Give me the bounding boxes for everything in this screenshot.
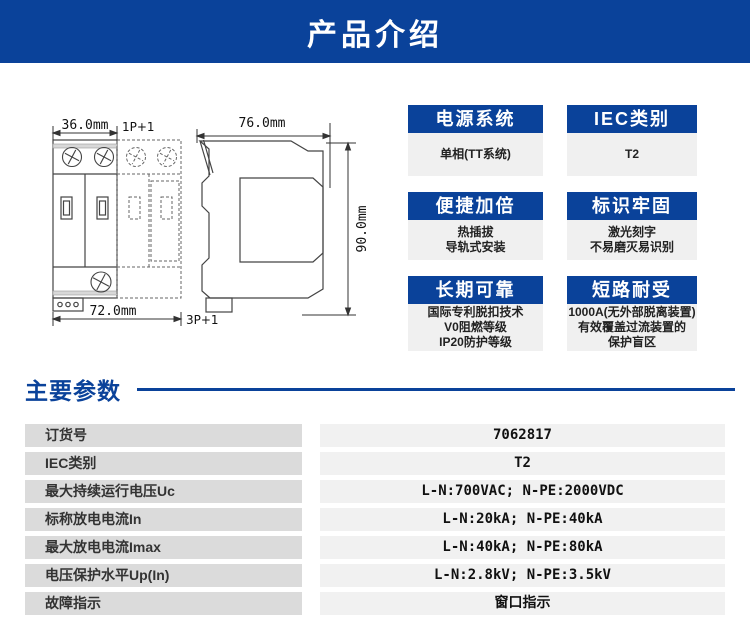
param-label: 故障指示: [25, 592, 302, 615]
dimension-label-side-height: 90.0mm: [355, 205, 370, 252]
feature-card-title: 便捷加倍: [408, 192, 543, 220]
dimension-label-front-total-width: 72.0mm: [90, 304, 137, 319]
product-dimension-drawing: 36.0mm 1P+1 72.0mm 3P+1: [10, 93, 395, 363]
table-row: IEC类别 T2: [25, 452, 725, 475]
feature-card-short-circuit: 短路耐受 1000A(无外部脱离装置) 有效覆盖过流装置的 保护盲区: [567, 276, 697, 351]
section-title-rule: [137, 388, 735, 391]
section-title-main-parameters: 主要参数: [25, 378, 121, 404]
feature-line: 不易磨灭易识别: [589, 240, 674, 254]
feature-card-body: 1000A(无外部脱离装置) 有效覆盖过流装置的 保护盲区: [567, 304, 697, 351]
feature-card-iec-class: IEC类别 T2: [567, 105, 697, 176]
param-value: T2: [320, 452, 725, 475]
table-row: 故障指示 窗口指示: [25, 592, 725, 615]
screw-icon: [61, 146, 115, 293]
feature-line: T2: [624, 147, 639, 161]
table-row: 标称放电电流In L-N:20kA; N-PE:40kA: [25, 508, 725, 531]
table-row: 订货号 7062817: [25, 424, 725, 447]
param-label: 标称放电电流In: [25, 508, 302, 531]
param-value: L-N:20kA; N-PE:40kA: [320, 508, 725, 531]
param-value: L-N:700VAC; N-PE:2000VDC: [320, 480, 725, 503]
feature-cards-grid: 电源系统 单相(TT系统) IEC类别 T2 便捷加倍 热插拔 导轨式安装 标识…: [408, 105, 700, 351]
column-gap: [302, 564, 320, 587]
feature-card-body: 热插拔 导轨式安装: [408, 220, 543, 260]
feature-card-body: 激光刻字 不易磨灭易识别: [567, 220, 697, 260]
feature-line: 导轨式安装: [445, 240, 506, 254]
column-gap: [302, 536, 320, 559]
side-view: [198, 139, 324, 313]
param-value: 窗口指示: [320, 592, 725, 615]
column-gap: [302, 508, 320, 531]
feature-line: 保护盲区: [607, 335, 656, 349]
column-gap: [302, 452, 320, 475]
param-value: 7062817: [320, 424, 725, 447]
front-total-width-dimension: [51, 312, 183, 326]
config-label-1p1: 1P+1: [122, 120, 155, 134]
param-label: 最大放电电流Imax: [25, 536, 302, 559]
table-row: 电压保护水平Up(In) L-N:2.8kV; N-PE:3.5kV: [25, 564, 725, 587]
feature-card-title: 标识牢固: [567, 192, 697, 220]
dimension-label-side-depth: 76.0mm: [239, 116, 286, 131]
feature-card-title: 长期可靠: [408, 276, 543, 304]
table-row: 最大放电电流Imax L-N:40kA; N-PE:80kA: [25, 536, 725, 559]
feature-card-marking: 标识牢固 激光刻字 不易磨灭易识别: [567, 192, 697, 260]
page-title: 产品介绍: [307, 18, 443, 52]
param-value: L-N:40kA; N-PE:80kA: [320, 536, 725, 559]
feature-line: IP20防护等级: [439, 335, 512, 349]
feature-card-power-system: 电源系统 单相(TT系统): [408, 105, 543, 176]
column-gap: [302, 424, 320, 447]
dimension-drawing-svg: 36.0mm 1P+1 72.0mm 3P+1: [51, 116, 370, 327]
feature-card-title: 电源系统: [408, 105, 543, 133]
table-row: 最大持续运行电压Uc L-N:700VAC; N-PE:2000VDC: [25, 480, 725, 503]
feature-line: V0阻燃等级: [444, 320, 507, 334]
feature-card-body: 单相(TT系统): [408, 133, 543, 176]
page-banner: 产品介绍: [0, 0, 750, 63]
feature-card-reliability: 长期可靠 国际专利脱扣技术 V0阻燃等级 IP20防护等级: [408, 276, 543, 351]
param-label: IEC类别: [25, 452, 302, 475]
feature-line: 国际专利脱扣技术: [427, 305, 524, 319]
config-label-3p1: 3P+1: [186, 313, 219, 327]
param-label: 最大持续运行电压Uc: [25, 480, 302, 503]
feature-card-convenience: 便捷加倍 热插拔 导轨式安装: [408, 192, 543, 260]
column-gap: [302, 592, 320, 615]
param-value: L-N:2.8kV; N-PE:3.5kV: [320, 564, 725, 587]
front-view-dashed-extension: [116, 139, 182, 299]
feature-line: 有效覆盖过流装置的: [577, 320, 686, 334]
feature-line: 1000A(无外部脱离装置): [568, 305, 696, 319]
feature-line: 热插拔: [457, 225, 494, 239]
param-label: 订货号: [25, 424, 302, 447]
dimension-label-front-width: 36.0mm: [62, 118, 109, 133]
feature-card-title: 短路耐受: [567, 276, 697, 304]
feature-card-body: T2: [567, 133, 697, 176]
feature-card-body: 国际专利脱扣技术 V0阻燃等级 IP20防护等级: [408, 304, 543, 351]
side-height-dimension: [302, 141, 356, 317]
feature-line: 单相(TT系统): [440, 147, 511, 161]
feature-card-title: IEC类别: [567, 105, 697, 133]
column-gap: [302, 480, 320, 503]
parameters-table: 订货号 7062817 IEC类别 T2 最大持续运行电压Uc L-N:700V…: [25, 424, 725, 620]
front-width-dimension: [51, 126, 119, 140]
side-depth-dimension: [195, 123, 332, 188]
param-label: 电压保护水平Up(In): [25, 564, 302, 587]
feature-line: 激光刻字: [607, 225, 656, 239]
front-view: [52, 139, 118, 312]
